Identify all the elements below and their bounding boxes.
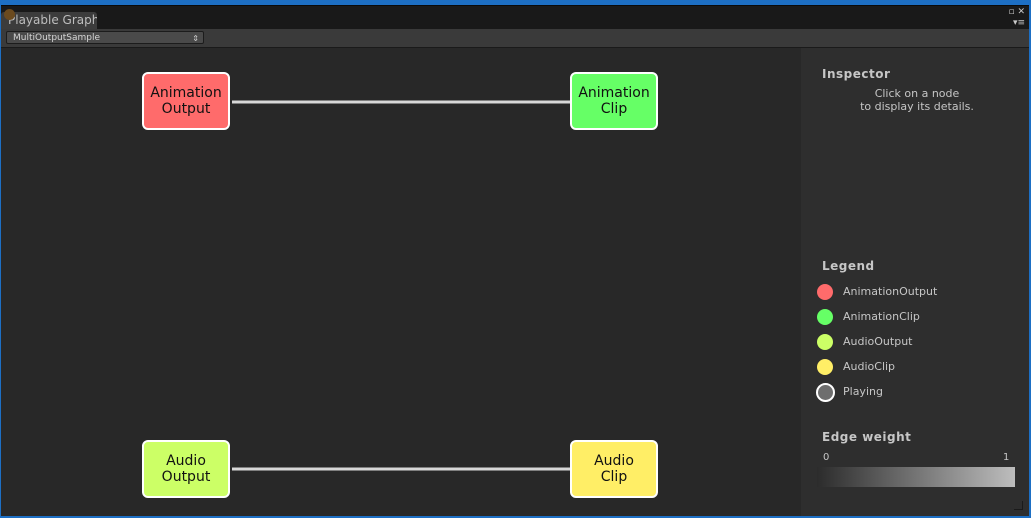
graph-select-value: MultiOutputSample: [13, 33, 101, 43]
legend-label: Playing: [843, 385, 883, 398]
playing-dot-icon: [816, 383, 835, 402]
node-label-line2: Output: [161, 101, 211, 117]
node-label-line2: Clip: [600, 469, 628, 485]
tab-label: Playable Graph: [8, 13, 97, 27]
legend-item-audio-clip: AudioClip: [817, 359, 1017, 377]
legend-item-audio-output: AudioOutput: [817, 334, 1017, 352]
graph-select-dropdown[interactable]: MultiOutputSample ⇕: [6, 31, 204, 44]
side-panel: Inspector Click on a node to display its…: [801, 48, 1029, 516]
edge-weight-max-label: 1: [1003, 452, 1010, 463]
inspector-hint: Click on a node to display its details.: [822, 87, 1012, 113]
node-label-line2: Clip: [600, 101, 628, 117]
tab-menu-icon[interactable]: ▾≡: [1012, 18, 1025, 28]
legend-label: AudioOutput: [843, 335, 913, 348]
window-controls: ▫ ✕ ▾≡: [1003, 7, 1025, 28]
inspector-title: Inspector: [822, 67, 891, 81]
edge-weight-gradient: [817, 467, 1015, 487]
legend-label: AnimationOutput: [843, 285, 938, 298]
graph-edges: [232, 100, 570, 471]
tab-bar: Playable Graph ▫ ✕ ▾≡: [1, 5, 1029, 29]
tab-playable-graph[interactable]: Playable Graph: [1, 12, 97, 29]
animation-output-dot-icon: [817, 284, 833, 300]
resize-handle[interactable]: [1014, 501, 1023, 510]
inspector-hint-line2: to display its details.: [860, 100, 974, 113]
node-label-line1: Audio: [166, 453, 206, 469]
node-label-line2: Output: [161, 469, 211, 485]
legend-title: Legend: [822, 259, 875, 273]
playable-graph-window: Playable Graph ▫ ✕ ▾≡ MultiOutputSample …: [1, 5, 1029, 516]
maximize-close-icons[interactable]: ▫ ✕: [1008, 7, 1025, 17]
edge-weight-title: Edge weight: [822, 430, 912, 444]
legend-item-animation-clip: AnimationClip: [817, 309, 1017, 327]
node-label-line1: Animation: [150, 85, 222, 101]
legend-label: AnimationClip: [843, 310, 920, 323]
toolbar: MultiOutputSample ⇕: [1, 29, 1029, 48]
animation-clip-dot-icon: [817, 309, 833, 325]
inspector-hint-line1: Click on a node: [874, 87, 960, 100]
audio-output-dot-icon: [817, 334, 833, 350]
select-arrows-icon: ⇕: [192, 34, 199, 43]
legend-item-animation-output: AnimationOutput: [817, 284, 1017, 302]
legend-label: AudioClip: [843, 360, 896, 373]
legend-item-playing: Playing: [816, 383, 1017, 402]
node-label-line1: Animation: [578, 85, 650, 101]
audio-clip-dot-icon: [817, 359, 833, 375]
edge-weight-min-label: 0: [823, 452, 830, 463]
unity-icon: [4, 9, 15, 20]
node-label-line1: Audio: [594, 453, 634, 469]
